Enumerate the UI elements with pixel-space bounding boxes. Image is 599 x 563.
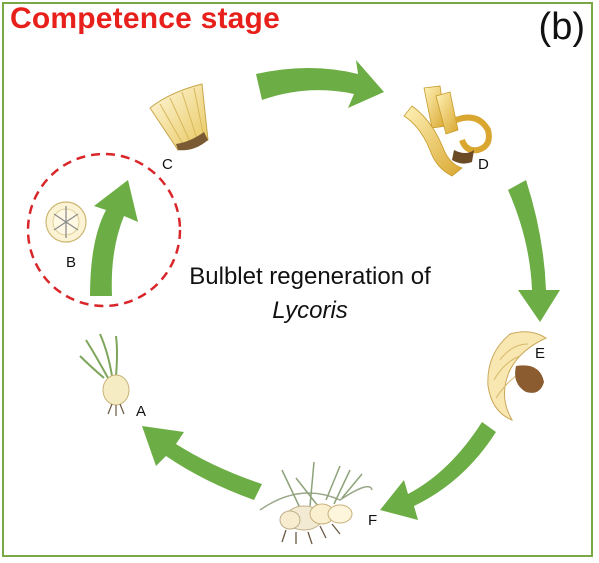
bulb-with-leaves-icon <box>79 333 130 416</box>
stage-label-a: A <box>136 403 147 420</box>
arrow-d-to-e <box>508 180 560 322</box>
arrow-b-to-c <box>90 180 138 296</box>
center-caption: Bulblet regeneration of Lycoris <box>160 260 460 328</box>
arrow-e-to-f <box>380 422 496 520</box>
stage-label-b: B <box>66 254 77 271</box>
panel-label: (b) <box>538 6 585 48</box>
stage-label-d: D <box>478 156 489 173</box>
bulblet-cluster-icon <box>259 461 373 545</box>
competence-highlight-circle <box>26 152 182 308</box>
caption-line-1: Bulblet regeneration of <box>189 263 431 290</box>
stage-label-e: E <box>535 345 546 362</box>
scale-segment-icon <box>403 85 492 177</box>
arrow-f-to-a <box>142 426 262 500</box>
twin-scale-explant-icon <box>149 83 209 151</box>
stage-label-c: C <box>162 156 173 173</box>
bulb-cross-section-icon <box>45 201 87 243</box>
swelling-scale-icon <box>487 331 548 422</box>
caption-line-2: Lycoris <box>272 297 348 324</box>
stage-title: Competence stage <box>10 2 280 35</box>
stage-label-f: F <box>368 512 378 529</box>
arrow-c-to-d <box>256 60 384 108</box>
